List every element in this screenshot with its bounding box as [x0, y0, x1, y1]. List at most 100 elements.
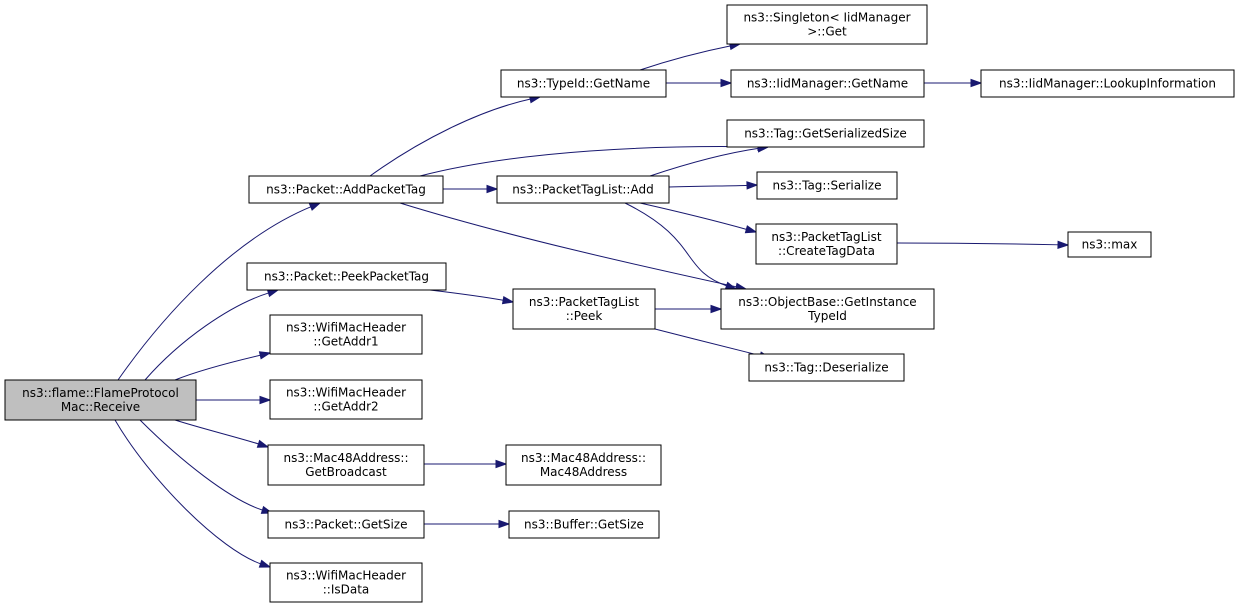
- node-label: ns3::ObjectBase::GetInstance: [738, 295, 916, 309]
- node-label: ns3::Buffer::GetSize: [524, 518, 644, 532]
- node-n14[interactable]: ns3::Buffer::GetSize: [508, 510, 660, 539]
- node-n20[interactable]: ns3::max: [1067, 231, 1152, 258]
- edge-n1-n9: [442, 184, 499, 194]
- node-label: ns3::Mac48Address::: [283, 451, 408, 465]
- node-box: [267, 510, 425, 539]
- node-n19[interactable]: ns3::PacketTagList::CreateTagData: [755, 223, 898, 265]
- edge-n0-n5: [174, 419, 270, 448]
- node-n11[interactable]: ns3::Tag::GetSerializedSize: [726, 119, 925, 148]
- edge-n8-n15: [639, 41, 742, 71]
- node-box: [269, 379, 423, 420]
- arrowhead: [970, 78, 983, 88]
- node-label: TypeId: [807, 309, 847, 323]
- node-label: ns3::PacketTagList::Add: [512, 183, 653, 197]
- arrowhead: [710, 304, 723, 314]
- node-n12[interactable]: ns3::PacketTagList::Peek: [512, 288, 656, 330]
- arrowhead: [724, 281, 738, 290]
- arrowhead: [256, 439, 270, 448]
- node-label: ns3::IidManager::LookupInformation: [999, 77, 1216, 91]
- edge-line: [174, 354, 262, 381]
- arrowhead: [486, 184, 499, 194]
- node-label: ns3::Mac48Address::: [521, 451, 646, 465]
- node-box: [748, 353, 905, 382]
- arrowhead: [495, 459, 508, 469]
- edge-n1-n8: [369, 95, 542, 177]
- edge-line: [399, 202, 738, 288]
- node-label: ns3::IidManager::GetName: [747, 77, 908, 91]
- edge-n0-n7: [114, 419, 272, 568]
- edge-n2-n12: [429, 289, 515, 305]
- node-box: [726, 4, 928, 45]
- node-box: [980, 69, 1235, 98]
- edge-n9-n18: [668, 181, 759, 190]
- edge-line: [369, 98, 532, 177]
- edge-line: [139, 419, 264, 511]
- node-box: [269, 314, 423, 355]
- edge-n5-n13: [423, 459, 508, 469]
- node-label: ns3::PacketTagList: [771, 230, 881, 244]
- node-label: ns3::Packet::PeekPacketTag: [264, 270, 429, 284]
- edge-n19-n20: [896, 240, 1070, 249]
- node-n13[interactable]: ns3::Mac48Address::Mac48Address: [505, 444, 662, 486]
- node-box: [246, 262, 447, 291]
- node-n4[interactable]: ns3::WifiMacHeader::GetAddr2: [269, 379, 423, 420]
- node-label: ::GetAddr1: [313, 335, 378, 349]
- node-label: ::IsData: [323, 583, 370, 597]
- node-label: ns3::Singleton< IidManager: [743, 11, 910, 25]
- node-label: Mac::Receive: [61, 400, 140, 414]
- edge-line: [896, 242, 1060, 246]
- node-n2[interactable]: ns3::Packet::PeekPacketTag: [246, 262, 447, 291]
- node-n5[interactable]: ns3::Mac48Address::GetBroadcast: [267, 444, 425, 486]
- node-n9[interactable]: ns3::PacketTagList::Add: [496, 175, 670, 204]
- node-box: [500, 69, 667, 98]
- node-box: [756, 171, 898, 200]
- edge-line: [649, 147, 760, 177]
- node-n16[interactable]: ns3::IidManager::GetName: [730, 69, 925, 98]
- edge-line: [419, 145, 760, 177]
- arrowhead: [498, 519, 511, 529]
- arrowhead: [1057, 240, 1070, 249]
- node-box: [755, 223, 898, 265]
- arrowhead: [746, 181, 759, 190]
- node-box: [269, 562, 423, 603]
- node-label: ::Peek: [566, 309, 603, 323]
- edge-n0-n3: [174, 351, 272, 381]
- node-n15[interactable]: ns3::Singleton< IidManager >::Get: [726, 4, 928, 45]
- node-n8[interactable]: ns3::TypeId::GetName: [500, 69, 667, 98]
- nodes-layer: ns3::flame::FlameProtocolMac::Receivens3…: [4, 4, 1235, 603]
- node-n18[interactable]: ns3::Tag::Serialize: [756, 171, 898, 200]
- node-n7[interactable]: ns3::WifiMacHeader::IsData: [269, 562, 423, 603]
- node-label: ns3::Packet::GetSize: [285, 518, 408, 532]
- node-n17[interactable]: ns3::IidManager::LookupInformation: [980, 69, 1235, 98]
- edge-line: [117, 205, 312, 381]
- edge-n16-n17: [924, 78, 983, 88]
- node-n21[interactable]: ns3::Tag::Deserialize: [748, 353, 905, 382]
- edge-line: [654, 328, 762, 357]
- node-box: [4, 379, 197, 421]
- arrowhead: [258, 351, 272, 360]
- arrowhead: [258, 559, 272, 568]
- node-box: [512, 288, 656, 330]
- node-n1[interactable]: ns3::Packet::AddPacketTag: [248, 175, 444, 204]
- arrowhead: [720, 78, 733, 88]
- edge-line: [429, 289, 505, 301]
- edge-line: [639, 202, 748, 231]
- node-label: ::GetAddr2: [313, 400, 378, 414]
- node-n3[interactable]: ns3::WifiMacHeader::GetAddr1: [269, 314, 423, 355]
- edge-line: [144, 292, 270, 381]
- node-label: ns3::Tag::Serialize: [773, 179, 882, 193]
- node-label: ns3::PacketTagList: [529, 295, 639, 309]
- edge-n9-n19: [639, 202, 758, 234]
- node-box: [1067, 231, 1152, 258]
- node-label: ns3::flame::FlameProtocol: [22, 386, 179, 400]
- node-box: [496, 175, 670, 204]
- node-box: [505, 444, 662, 486]
- node-box: [726, 119, 925, 148]
- edge-line: [624, 202, 728, 287]
- node-box: [267, 444, 425, 486]
- node-n6[interactable]: ns3::Packet::GetSize: [267, 510, 425, 539]
- node-label: >::Get: [807, 25, 847, 39]
